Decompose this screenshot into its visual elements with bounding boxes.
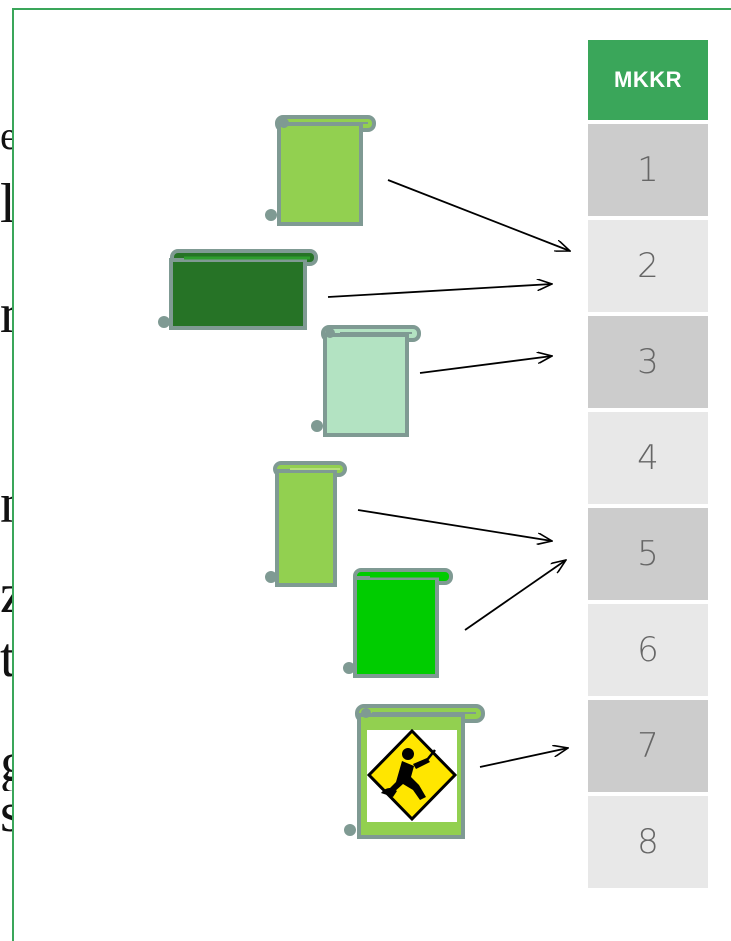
under-construction-scroll [344, 704, 485, 839]
mkkr-header: MKKR [588, 40, 708, 120]
arrow-scroll4-to-5 [357, 509, 552, 541]
text-fragment-3: r [0, 286, 12, 342]
arrow-scroll2-to-2 [327, 284, 552, 298]
arrow-scroll3-to-3 [419, 356, 552, 374]
text-fragment-8: s [0, 785, 12, 841]
bright-green-scroll [343, 568, 453, 678]
mint-scroll [311, 325, 421, 437]
text-fragment-1: e [0, 116, 12, 156]
arrow-scroll1-to-2 [387, 179, 570, 251]
mkkr-row-7: 7 [588, 700, 708, 792]
dark-green-landscape-scroll [158, 249, 318, 330]
mkkr-row-1: 1 [588, 124, 708, 216]
frame-top-border [12, 8, 731, 10]
mkkr-row-6: 6 [588, 604, 708, 696]
text-fragment-7: g [0, 735, 12, 791]
mkkr-row-2: 2 [588, 220, 708, 312]
frame-left-border [12, 8, 14, 941]
mkkr-row-3: 3 [588, 316, 708, 408]
worker-warning-sign-icon [366, 728, 458, 822]
text-fragment-5: z [0, 566, 12, 622]
arrow-scroll5-to-5 [464, 560, 566, 631]
text-fragment-4: n [0, 476, 12, 532]
mkkr-row-8: 8 [588, 796, 708, 888]
narrow-green-scroll [265, 461, 347, 587]
arrow-scroll6-to-7 [479, 748, 568, 768]
text-fragment-6: t [0, 630, 12, 686]
mkkr-table: MKKR 1 2 3 4 5 6 7 8 [588, 40, 708, 888]
mkkr-row-4: 4 [588, 412, 708, 504]
light-green-scroll [265, 115, 376, 226]
mkkr-row-5: 5 [588, 508, 708, 600]
text-fragment-2: l [0, 176, 12, 232]
